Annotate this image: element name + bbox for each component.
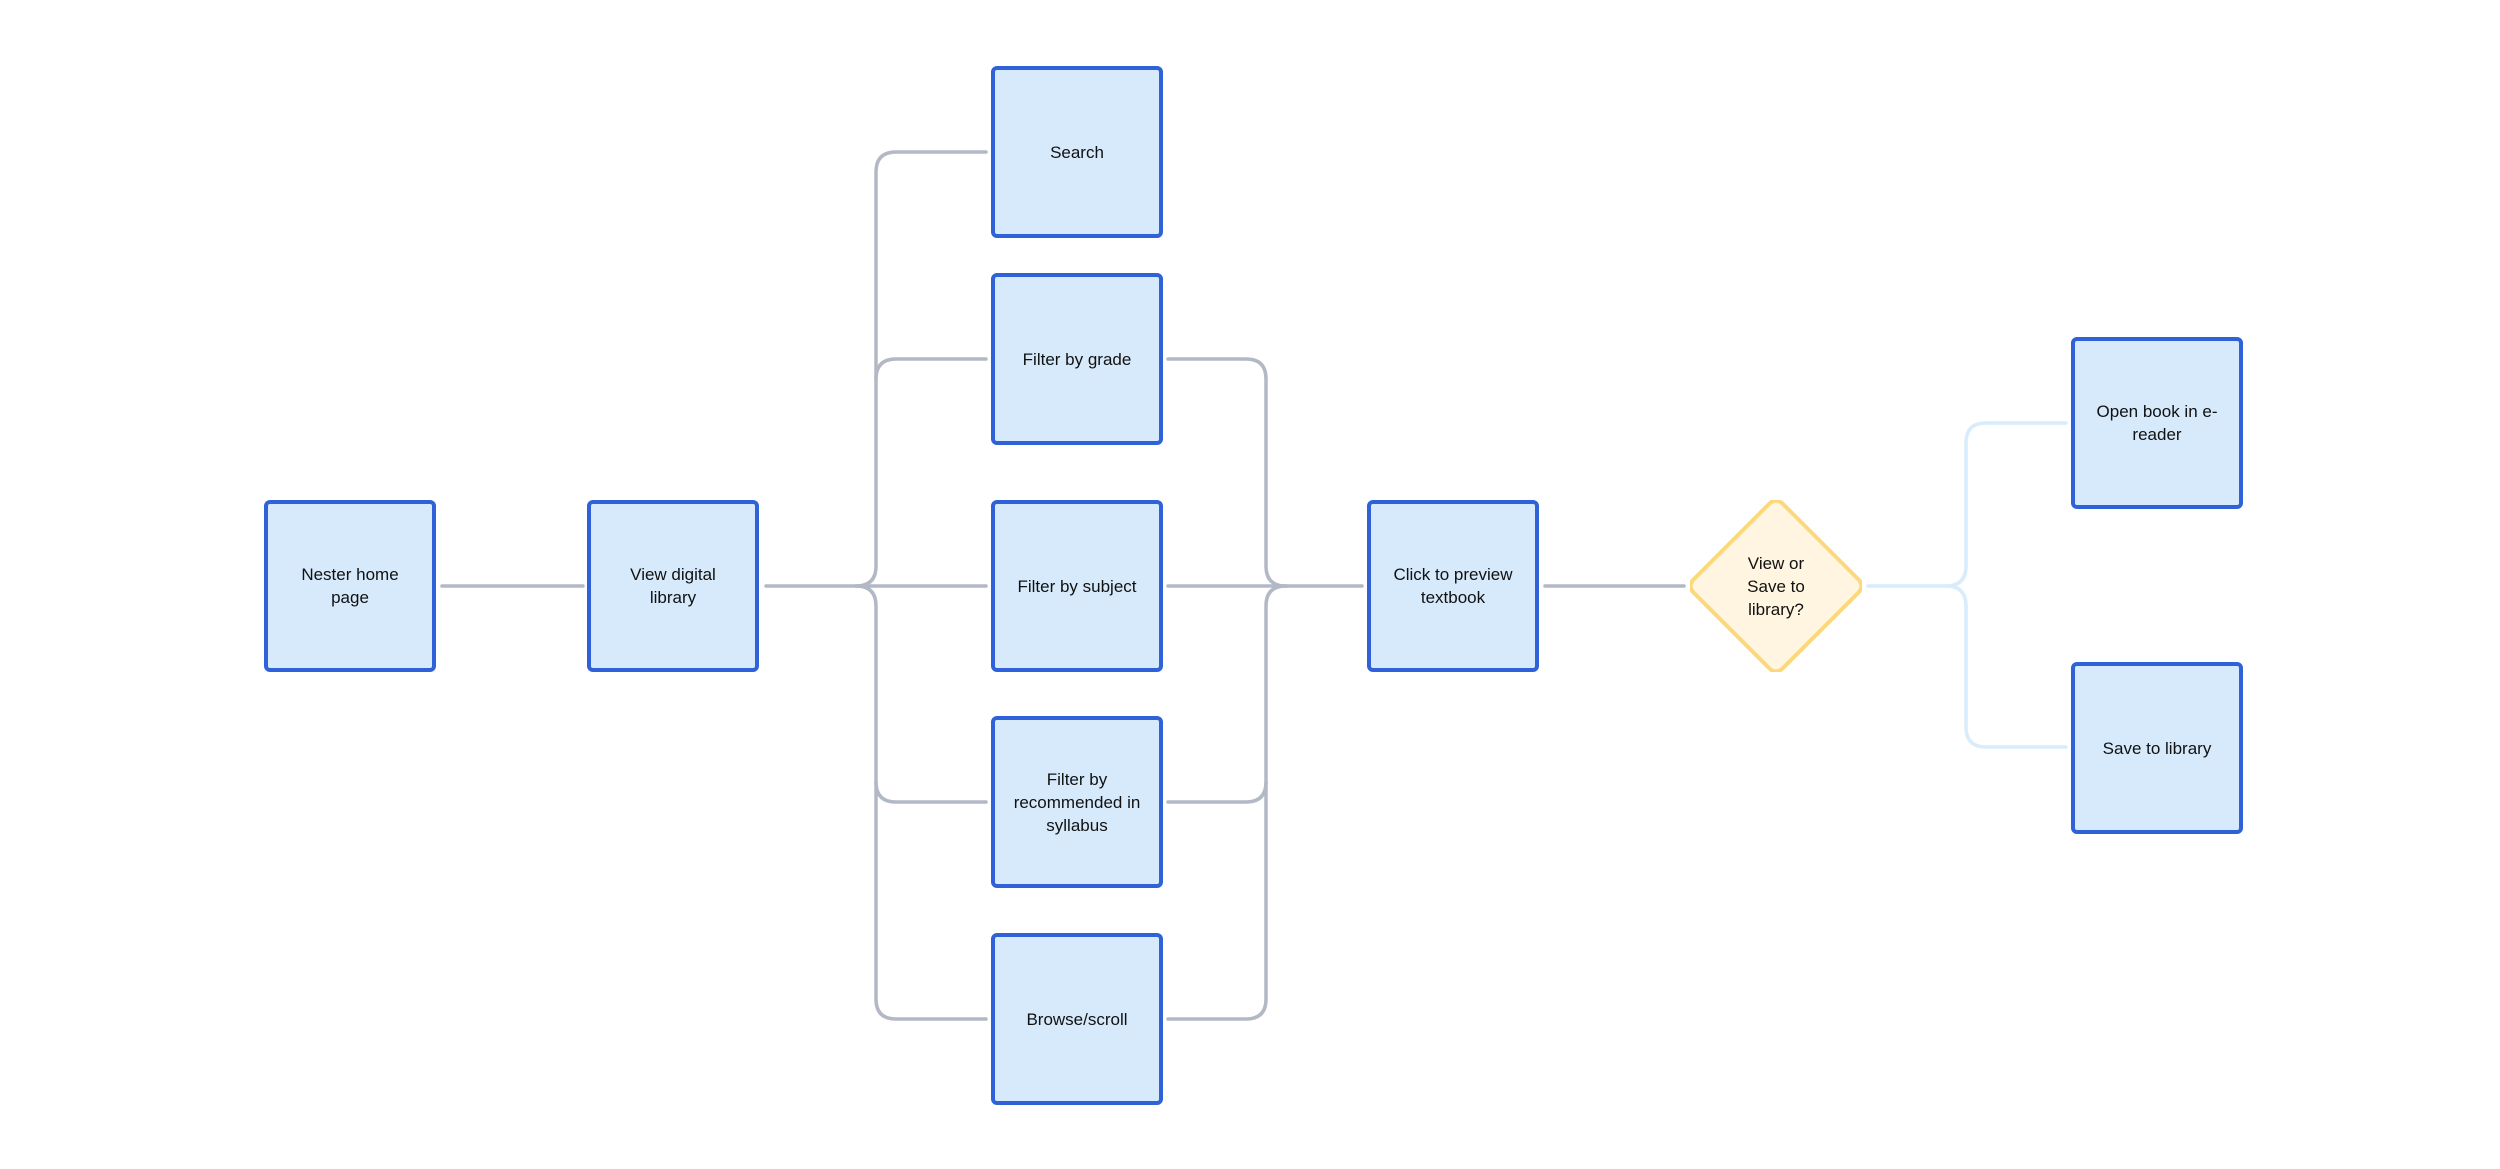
node-filter-by-grade: Filter by grade <box>991 273 1163 445</box>
edge-grade-to-preview <box>1166 357 1288 588</box>
edge-library-to-browse <box>874 780 988 1021</box>
edge-syllabus-to-preview <box>1166 584 1288 804</box>
node-nester-home-page: Nester home page <box>264 500 436 672</box>
node-view-digital-library: View digital library <box>587 500 759 672</box>
edge-library-to-grade <box>874 357 988 381</box>
edge-decision-to-save <box>1944 584 2068 749</box>
node-save-to-library: Save to library <box>2071 662 2243 834</box>
node-click-to-preview-textbook: Click to preview textbook <box>1367 500 1539 672</box>
node-filter-by-subject: Filter by subject <box>991 500 1163 672</box>
node-browse-scroll: Browse/scroll <box>991 933 1163 1105</box>
node-filter-by-recommended-in-syllabus: Filter by recommended in syllabus <box>991 716 1163 888</box>
edge-browse-to-preview <box>1166 780 1268 1021</box>
edge-decision-to-ereader <box>1944 421 2068 588</box>
decision-diamond-shape <box>1690 500 1862 672</box>
edge-library-to-syllabus <box>854 584 988 804</box>
decision-label: View or Save to library? <box>1747 553 1805 619</box>
node-search: Search <box>991 66 1163 238</box>
edge-library-to-search <box>854 150 988 588</box>
decision-node: View or Save to library? <box>1690 500 1862 672</box>
node-open-book-in-e-reader: Open book in e-reader <box>2071 337 2243 509</box>
